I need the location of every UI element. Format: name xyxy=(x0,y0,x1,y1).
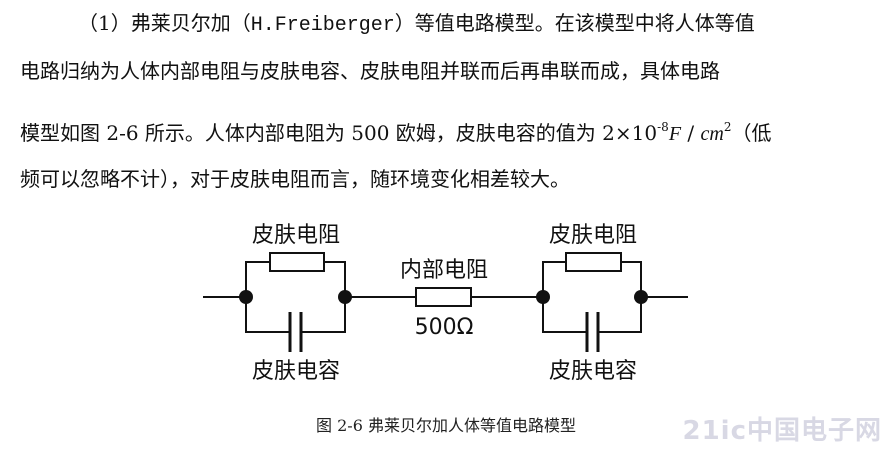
line2-text: 电路归纳为人体内部电阻与皮肤电容、皮肤电阻并联而后再串联而成，具体电路 xyxy=(20,59,720,83)
line3-slash: / xyxy=(681,121,701,145)
line3-text-b: （低 xyxy=(731,121,772,145)
right-block-bottom-branch xyxy=(542,297,642,333)
paragraph-line-4: 频可以忽略不计），对于皮肤电阻而言，随环境变化相差较大。 xyxy=(20,164,570,194)
line3-exponent: -8 xyxy=(657,120,669,134)
figure-caption: 图 2-6 弗莱贝尔加人体等值电路模型 xyxy=(316,416,576,435)
line1-text-a: （1）弗莱贝尔加（ xyxy=(78,11,251,35)
line3-text-a: 模型如图 2-6 所示。人体内部电阻为 500 欧姆，皮肤电容的值为 2×10 xyxy=(20,121,658,145)
junction-node-1 xyxy=(239,290,253,304)
line3-unit-f: F xyxy=(668,123,682,145)
junction-node-2 xyxy=(338,290,352,304)
left-block-top-branch xyxy=(245,261,346,297)
left-block-bottom-branch xyxy=(245,297,346,333)
paragraph-line-2: 电路归纳为人体内部电阻与皮肤电容、皮肤电阻并联而后再串联而成，具体电路 xyxy=(20,56,720,86)
paragraph-line-3: 模型如图 2-6 所示。人体内部电阻为 500 欧姆，皮肤电容的值为 2×10-… xyxy=(20,112,772,145)
line3-unit-cm: cm xyxy=(700,123,724,145)
junction-node-4 xyxy=(634,290,648,304)
line1-name: H.Freiberger xyxy=(250,14,395,37)
internal-resistor xyxy=(415,287,472,307)
right-skin-resistor xyxy=(565,252,622,272)
label-skin-capacitance-left: 皮肤电容 xyxy=(252,359,340,384)
line1-text-b: ）等值电路模型。在该模型中将人体等值 xyxy=(394,11,755,35)
paragraph-line-1: （1）弗莱贝尔加（H.Freiberger）等值电路模型。在该模型中将人体等值 xyxy=(78,8,755,38)
junction-node-3 xyxy=(536,290,550,304)
label-skin-resistance-right: 皮肤电阻 xyxy=(549,223,637,248)
label-skin-resistance-left: 皮肤电阻 xyxy=(252,223,340,248)
label-internal-value: 500Ω xyxy=(415,315,474,340)
label-skin-capacitance-right: 皮肤电容 xyxy=(549,359,637,384)
label-internal-resistance: 内部电阻 xyxy=(400,258,488,283)
line4-text: 频可以忽略不计），对于皮肤电阻而言，随环境变化相差较大。 xyxy=(20,167,570,191)
right-block-top-branch xyxy=(542,261,642,297)
watermark-logo: 21ic中国电子网 xyxy=(682,416,882,446)
line3-exponent-2: 2 xyxy=(723,120,732,134)
left-skin-resistor xyxy=(269,252,325,272)
